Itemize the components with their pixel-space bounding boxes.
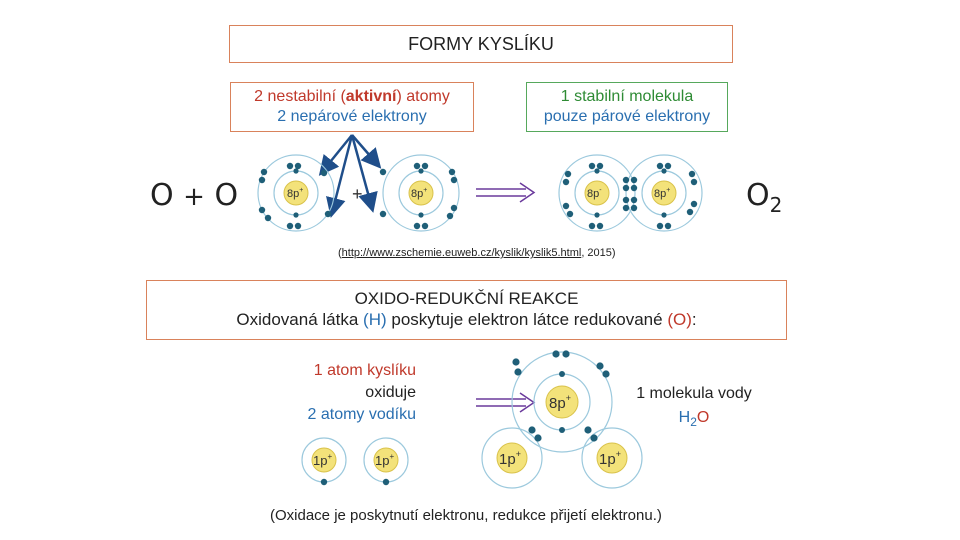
nucleus-label: 8p [287, 188, 299, 200]
citation-open: ( [338, 247, 342, 259]
stable-line2: pouze párové elektrony [543, 108, 711, 125]
plus-between-atoms: + [352, 184, 363, 204]
oxygen-atoms-diagram: 8p+ 8p+ + 8p- 8p [257, 134, 703, 232]
oxygen-label-line2: oxiduje [365, 384, 416, 401]
redox-part-c: : [691, 310, 697, 329]
redox-o: (O) [667, 310, 692, 329]
redox-part-a: Oxidovaná látka [236, 310, 364, 329]
nucleus-label: 8p [587, 188, 599, 200]
water-label-line1: 1 molekula vody [636, 385, 752, 402]
water-formula: H2O [624, 406, 764, 434]
oxygen-symbol-1: O [150, 178, 174, 213]
svg-text:8p+: 8p+ [654, 187, 670, 200]
plus-symbol: + [183, 182, 205, 212]
unstable-line1: 2 nestabilní (aktivní) atomy [231, 87, 473, 107]
citation: (http://www.zschemie.euweb.cz/kyslik/kys… [338, 247, 616, 259]
nucleus-charge: + [299, 187, 303, 194]
svg-text:1p+: 1p+ [499, 449, 521, 468]
oxygen-atom-right: 8p+ [382, 154, 460, 232]
electrons-o2 [562, 162, 698, 230]
pointer-arrow-1 [318, 134, 353, 176]
stable-molecule-box: 1 stabilní molekula pouze párové elektro… [526, 82, 728, 132]
electrons-right [379, 162, 458, 230]
nucleus-charge: + [327, 452, 332, 461]
unstable-suffix: ) atomy [396, 88, 450, 105]
reaction-arrow-bottom [476, 392, 536, 413]
equation-right: O2 [746, 178, 782, 217]
o2-symbol: O [746, 178, 770, 213]
electrons-left [258, 162, 332, 230]
svg-text:1p+: 1p+ [313, 452, 332, 468]
oxygen-label-line3: 2 atomy vodíku [307, 406, 417, 423]
water-formula-sub: 2 [690, 415, 697, 430]
unstable-atoms-box: 2 nestabilní (aktivní) atomy 2 nepárové … [230, 82, 474, 132]
svg-text:1p+: 1p+ [599, 449, 621, 468]
footer-note: (Oxidace je poskytnutí elektronu, redukc… [270, 507, 662, 524]
electrons-water [512, 350, 610, 442]
citation-rest: , 2015) [581, 247, 616, 259]
redox-box: OXIDO-REDUKČNÍ REAKCE Oxidovaná látka (H… [146, 280, 787, 340]
title-box: FORMY KYSLÍKU [229, 25, 733, 63]
water-label: 1 molekula vody H2O [624, 382, 764, 434]
nucleus-label: 1p [599, 451, 616, 468]
pointer-arrow-4 [350, 134, 378, 213]
stable-line1: 1 stabilní molekula [560, 88, 694, 105]
redox-part-b: poskytuje elektron látce redukované [386, 310, 668, 329]
hydrogen-atom-left-1: 1p+ [301, 437, 347, 486]
nucleus-charge: - [599, 187, 602, 194]
nucleus-label: 8p [654, 188, 666, 200]
pointer-arrows [318, 134, 382, 218]
unstable-prefix: 2 nestabilní ( [254, 88, 346, 105]
oxygen-label-line1: 1 atom kyslíku [313, 362, 416, 379]
nucleus-charge: + [423, 187, 427, 194]
water-formation-diagram: 1p+ 1p+ 8p+ 1p+ 1p+ [301, 350, 643, 489]
nucleus-charge: + [516, 449, 521, 459]
nucleus-label: 8p [549, 395, 566, 412]
nucleus-label: 8p [411, 188, 423, 200]
o2-subscript: 2 [769, 193, 783, 217]
nucleus-label: 1p [375, 453, 389, 468]
svg-text:8p+: 8p+ [287, 187, 303, 200]
svg-text:8p-: 8p- [587, 187, 602, 200]
page-title: FORMY KYSLÍKU [408, 34, 554, 54]
unstable-bold: aktivní [345, 88, 397, 105]
redox-title: OXIDO-REDUKČNÍ REAKCE [354, 289, 579, 308]
citation-link[interactable]: http://www.zschemie.euweb.cz/kyslik/kysl… [341, 247, 582, 259]
svg-text:8p+: 8p+ [411, 187, 427, 200]
redox-description: Oxidovaná látka (H) poskytuje elektron l… [147, 310, 786, 330]
o2-molecule: 8p- 8p+ [558, 154, 703, 232]
nucleus-label: 1p [313, 453, 327, 468]
svg-text:1p+: 1p+ [375, 452, 394, 468]
redox-h: (H) [363, 310, 387, 329]
equation-left: O + O [150, 178, 238, 213]
oxygen-oxidizes-label: 1 atom kyslíku oxiduje 2 atomy vodíku [272, 360, 417, 426]
nucleus-charge: + [566, 393, 571, 403]
pointer-arrow-3 [351, 134, 382, 169]
water-molecule: 8p+ 1p+ 1p+ [481, 351, 643, 489]
nucleus-label: 1p [499, 451, 516, 468]
unstable-line2: 2 nepárové elektrony [277, 108, 427, 125]
water-formula-o: O [696, 409, 710, 426]
oxygen-symbol-2: O [214, 178, 239, 213]
hydrogen-atom-left-2: 1p+ [363, 437, 409, 486]
svg-text:8p+: 8p+ [549, 393, 571, 412]
nucleus-charge: + [666, 187, 670, 194]
reaction-arrow-top [476, 182, 536, 203]
water-formula-h: H [678, 409, 691, 426]
nucleus-charge: + [616, 449, 621, 459]
nucleus-charge: + [389, 452, 394, 461]
pointer-arrow-2 [326, 134, 354, 218]
